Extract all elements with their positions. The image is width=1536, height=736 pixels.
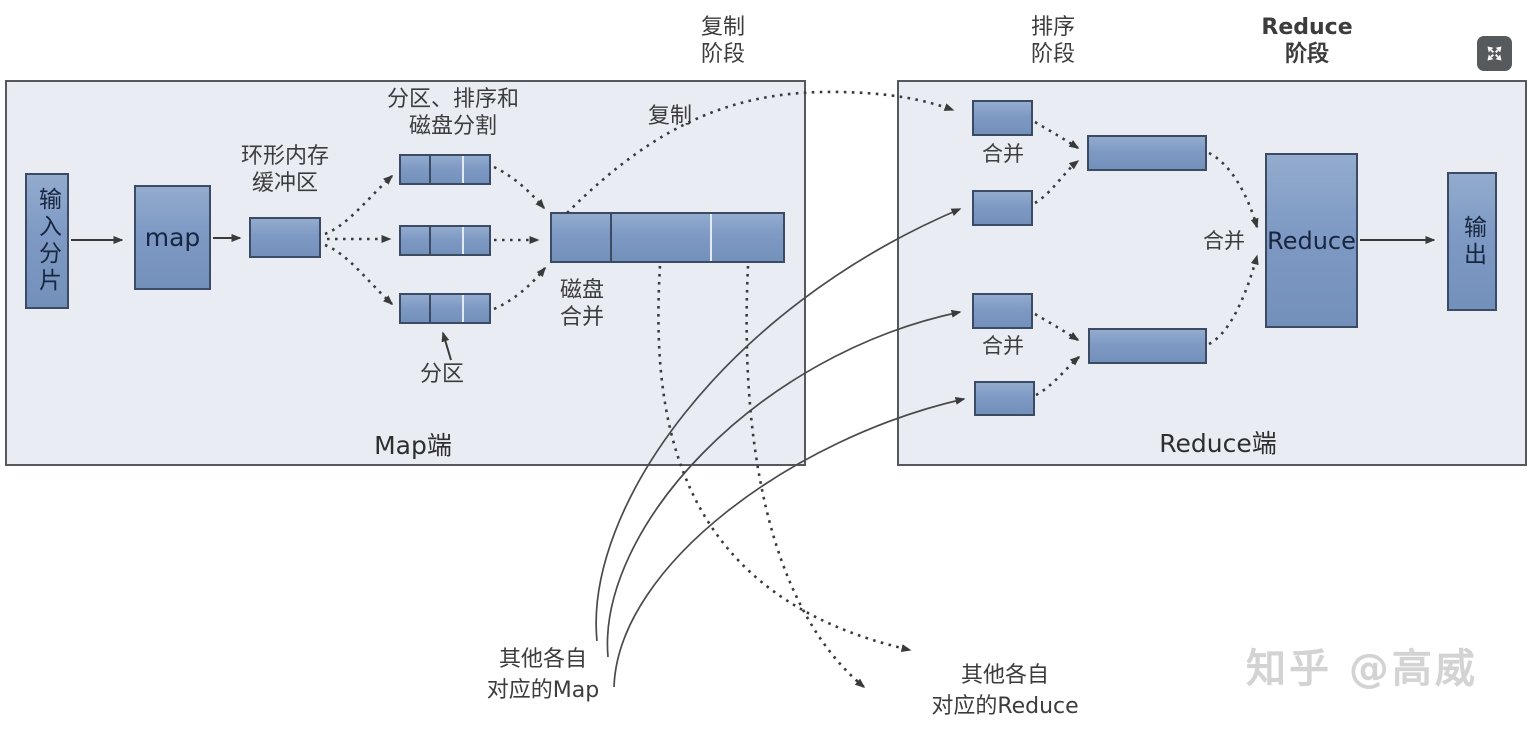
merge-result-box-1 xyxy=(1087,135,1207,171)
copy-phase-label: 复制 阶段 xyxy=(700,15,745,67)
segment-divider xyxy=(710,214,712,261)
other-reduces-label: 其他各自 对应的Reduce xyxy=(931,663,1079,719)
other-maps-label: 其他各自 对应的Map xyxy=(486,647,600,703)
reduce-fetch-box-1 xyxy=(972,100,1033,136)
expand-icon[interactable] xyxy=(1477,36,1512,71)
expand-icon-glyph xyxy=(1487,46,1502,61)
segment-divider xyxy=(610,214,612,261)
input-split-label: 输入分片 xyxy=(34,187,61,295)
reduce-fetch-box-3 xyxy=(972,293,1033,329)
segment-divider xyxy=(462,295,464,322)
merge-result-box-2 xyxy=(1088,328,1207,364)
reduce-fetch-box-2 xyxy=(972,190,1033,226)
reduce-task-label: Reduce xyxy=(1267,226,1356,255)
segment-divider xyxy=(429,227,431,254)
reduce-fetch-box-4 xyxy=(974,381,1035,416)
input-split-box: 输入分片 xyxy=(25,173,69,309)
output-box: 输出 xyxy=(1447,172,1497,311)
reduce-task-box: Reduce xyxy=(1265,153,1358,328)
merge-label-2: 合并 xyxy=(982,334,1024,358)
spill-file-box-3 xyxy=(399,293,491,324)
watermark-text: 知乎 @高威 xyxy=(1246,646,1478,692)
segment-divider xyxy=(429,295,431,322)
merge-label-1: 合并 xyxy=(982,142,1024,166)
segment-divider xyxy=(462,227,464,254)
merge-label-3: 合并 xyxy=(1203,229,1245,253)
copy-label: 复制 xyxy=(648,104,693,129)
reduce-panel-title: Reduce端 xyxy=(1159,429,1277,458)
map-task-box: map xyxy=(134,185,211,290)
segment-divider xyxy=(429,156,431,183)
memory-buffer-box xyxy=(249,217,321,258)
buffer-label: 环形内存 缓冲区 xyxy=(240,144,329,196)
output-label: 输出 xyxy=(1459,214,1486,269)
reduce-phase-label: Reduce 阶段 xyxy=(1261,15,1353,67)
map-task-label: map xyxy=(144,223,201,252)
segment-divider xyxy=(462,156,464,183)
spill-file-box-2 xyxy=(399,225,491,256)
sort-phase-label: 排序 阶段 xyxy=(1030,15,1075,67)
spill-label: 分区、排序和 磁盘分割 xyxy=(386,87,519,139)
spill-file-box-1 xyxy=(399,154,491,185)
partition-label: 分区 xyxy=(420,362,465,387)
merged-spill-box xyxy=(550,212,785,263)
disk-merge-label: 磁盘 合并 xyxy=(559,278,604,330)
map-panel-title: Map端 xyxy=(374,431,452,460)
